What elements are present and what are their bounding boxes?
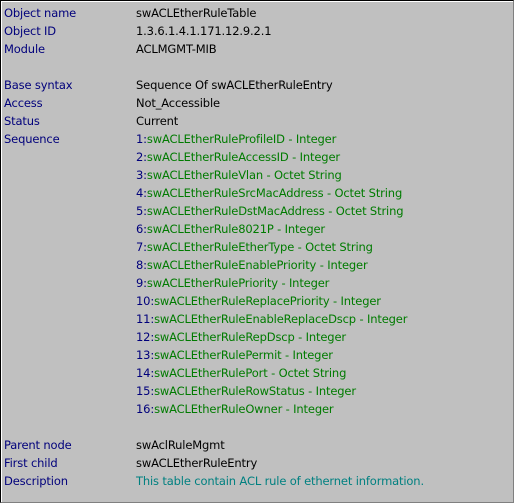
access-label: Access <box>4 96 43 110</box>
first-child-label: First child <box>4 456 58 470</box>
sequence-item-number: 9: <box>136 276 147 290</box>
first-child-value[interactable]: swACLEtherRuleEntry <box>136 456 258 470</box>
sequence-item-name[interactable]: swACLEtherRulePermit - Integer <box>154 348 333 362</box>
sequence-item-name[interactable]: swACLEtherRuleRepDscp - Integer <box>154 330 346 344</box>
sequence-item-name[interactable]: swACLEtherRuleReplacePriority - Integer <box>154 294 381 308</box>
base-syntax-label: Base syntax <box>4 78 73 92</box>
sequence-item-number: 7: <box>136 240 147 254</box>
sequence-item-number: 11: <box>136 312 155 326</box>
status-value: Current <box>136 114 179 128</box>
sequence-item-name[interactable]: swACLEtherRuleEnableReplaceDscp - Intege… <box>154 312 408 326</box>
sequence-item-name[interactable]: swACLEtherRule8021P - Integer <box>146 222 325 236</box>
sequence-item-name[interactable]: swACLEtherRuleEtherType - Octet String <box>146 240 373 254</box>
sequence-item-number: 12: <box>136 330 155 344</box>
description-value: This table contain ACL rule of ethernet … <box>136 474 424 488</box>
sequence-item-number: 8: <box>136 258 147 272</box>
parent-node-label: Parent node <box>4 438 72 452</box>
object-name-value: swACLEtherRuleTable <box>136 6 257 20</box>
module-label: Module <box>4 42 45 56</box>
sequence-item-number: 1: <box>136 132 147 146</box>
sequence-item-number: 10: <box>136 294 155 308</box>
sequence-item-number: 2: <box>136 150 147 164</box>
sequence-item-name[interactable]: swACLEtherRuleProfileID - Integer <box>146 132 337 146</box>
object-id-label: Object ID <box>4 24 57 38</box>
sequence-item-name[interactable]: swACLEtherRuleEnablePriority - Integer <box>146 258 368 272</box>
sequence-item-name[interactable]: swACLEtherRuleVlan - Octet String <box>146 168 342 182</box>
sequence-item-name[interactable]: swACLEtherRuleOwner - Integer <box>154 402 334 416</box>
sequence-item-number: 14: <box>136 366 155 380</box>
status-label: Status <box>4 114 40 128</box>
object-name-label: Object name <box>4 6 77 20</box>
sequence-item-number: 3: <box>136 168 147 182</box>
parent-node-value[interactable]: swAclRuleMgmt <box>136 438 225 452</box>
sequence-item-number: 6: <box>136 222 147 236</box>
sequence-item-name[interactable]: swACLEtherRuleSrcMacAddress - Octet Stri… <box>146 186 403 200</box>
sequence-item-name[interactable]: swACLEtherRuleRowStatus - Integer <box>154 384 356 398</box>
sequence-item-name[interactable]: swACLEtherRulePort - Octet String <box>154 366 347 380</box>
object-id-value: 1.3.6.1.4.1.171.12.9.2.1 <box>136 24 272 38</box>
access-value: Not_Accessible <box>136 96 220 110</box>
sequence-item-number: 4: <box>136 186 147 200</box>
sequence-item-number: 15: <box>136 384 155 398</box>
sequence-item-name[interactable]: swACLEtherRuleDstMacAddress - Octet Stri… <box>146 204 404 218</box>
module-value: ACLMGMT-MIB <box>136 42 217 56</box>
sequence-label: Sequence <box>4 132 60 146</box>
sequence-item-name[interactable]: swACLEtherRuleAccessID - Integer <box>146 150 340 164</box>
sequence-item-number: 5: <box>136 204 147 218</box>
sequence-item-number: 16: <box>136 402 155 416</box>
sequence-item-number: 13: <box>136 348 155 362</box>
description-label: Description <box>4 474 68 488</box>
sequence-item-name[interactable]: swACLEtherRulePriority - Integer <box>146 276 330 290</box>
base-syntax-value: Sequence Of swACLEtherRuleEntry <box>136 78 333 92</box>
